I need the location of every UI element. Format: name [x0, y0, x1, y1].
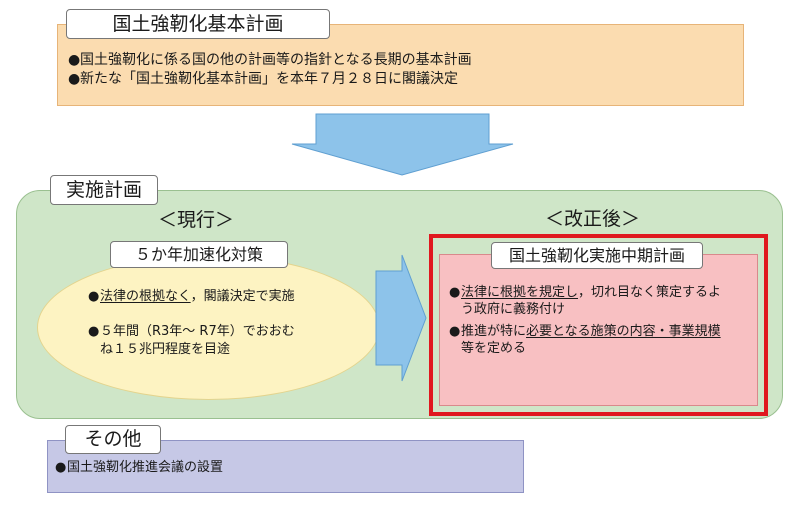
right-arrow-icon	[375, 254, 427, 382]
other-title: その他	[65, 425, 161, 454]
bullet-icon: ●	[449, 285, 461, 300]
basic-plan-title: 国土強靭化基本計画	[66, 9, 330, 39]
current-bullet-2-cont: ね１５兆円程度を目途	[100, 342, 231, 357]
basic-plan-line-1: ●国土強靭化に係る国の他の計画等の指針となる長期の基本計画	[68, 52, 472, 68]
revised-bullet-2-cont: 等を定める	[461, 341, 527, 356]
down-arrow-icon	[291, 113, 514, 176]
revised-label: ＜改正後＞	[545, 208, 641, 230]
bullet-icon: ●	[449, 324, 461, 339]
highlight-frame	[429, 234, 768, 416]
current-measures-title: ５か年加速化対策	[110, 241, 288, 268]
revised-bullet-1-cont: う政府に義務付け	[461, 302, 566, 317]
bullet-icon: ●	[68, 52, 81, 68]
revised-bullet-1: ●法律に根拠を規定し，切れ目なく策定するよ	[449, 285, 722, 300]
other-line: ●国土強靭化推進会議の設置	[55, 460, 224, 475]
current-bullet-1: ●法律の根拠なく，閣議決定で実施	[88, 287, 295, 307]
current-label: ＜現行＞	[158, 209, 235, 231]
bullet-icon: ●	[55, 460, 67, 475]
current-bullet-2: ●５年間（R3年～ R7年）でおおむ	[88, 322, 295, 342]
current-measures-ellipse	[37, 255, 380, 400]
implementation-title: 実施計画	[50, 175, 158, 205]
bullet-icon: ●	[88, 324, 100, 339]
revised-bullet-2: ●推進が特に必要となる施策の内容・事業規模	[449, 324, 721, 339]
basic-plan-line-2: ●新たな「国土強靭化基本計画」を本年７月２８日に閣議決定	[68, 71, 458, 87]
bullet-icon: ●	[68, 71, 81, 87]
mid-term-plan-title: 国土強靭化実施中期計画	[491, 242, 703, 269]
bullet-icon: ●	[88, 289, 100, 304]
